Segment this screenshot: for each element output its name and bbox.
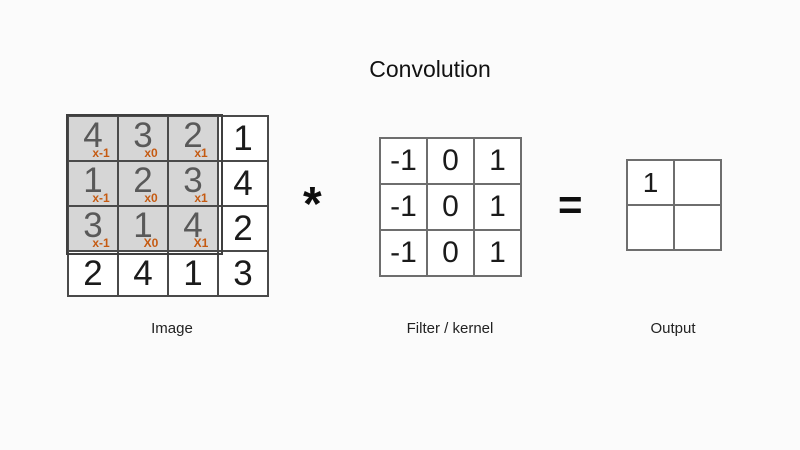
image-cell: 4 X1 (168, 206, 218, 251)
image-cell: 1 x-1 (68, 161, 118, 206)
equals-operator: = (558, 181, 583, 228)
image-cell: 4 (218, 161, 268, 206)
cell-value: 4 (233, 164, 253, 203)
output-cell (627, 205, 674, 250)
cell-value: 3 (233, 254, 253, 293)
image-cell: 1 X0 (118, 206, 168, 251)
cell-value: 1 (233, 119, 253, 158)
output-cell (674, 205, 721, 250)
cell-value: 2 (133, 161, 153, 200)
filter-matrix: -1 0 1 -1 0 1 -1 0 1 (379, 137, 522, 277)
cell-value: 4 (183, 206, 203, 245)
image-cell: 2 (218, 206, 268, 251)
cell-value: 2 (233, 209, 253, 248)
slide-title: Convolution (369, 56, 491, 82)
image-cell: 3 x-1 (68, 206, 118, 251)
output-cell (674, 160, 721, 205)
cell-subscript: x1 (194, 190, 208, 205)
cell-subscript: x-1 (92, 190, 110, 205)
cell-subscript: x-1 (92, 235, 110, 250)
image-cell: 1 (168, 251, 218, 296)
cell-value: 1 (83, 161, 103, 200)
image-cell: 4 (118, 251, 168, 296)
cell-value: 2 (183, 116, 203, 155)
cell-subscript: x1 (194, 145, 208, 160)
image-cell: 1 (218, 116, 268, 161)
cell-subscript: x0 (144, 190, 158, 205)
image-matrix: 4 x-1 3 x0 2 x1 1 1 x-1 2 x0 3 x1 4 (67, 115, 269, 297)
filter-label: Filter / kernel (406, 320, 494, 337)
cell-subscript: X0 (143, 235, 159, 250)
filter-cell: -1 (380, 138, 427, 184)
filter-cell: -1 (380, 230, 427, 276)
cell-value: 4 (133, 254, 153, 293)
image-cell: 3 x0 (118, 116, 168, 161)
output-matrix: 1 (626, 159, 722, 251)
filter-cell: -1 (380, 184, 427, 230)
convolution-operator: * (303, 178, 322, 231)
cell-value: 2 (83, 254, 103, 293)
cell-value: 3 (133, 116, 153, 155)
output-cell: 1 (627, 160, 674, 205)
filter-cell: 0 (427, 184, 474, 230)
cell-value: 4 (83, 116, 103, 155)
filter-cell: 1 (474, 184, 521, 230)
cell-subscript: x0 (144, 145, 158, 160)
image-cell: 2 x1 (168, 116, 218, 161)
image-cell: 2 x0 (118, 161, 168, 206)
cell-value: 1 (133, 206, 153, 245)
output-label: Output (650, 320, 696, 337)
filter-cell: 0 (427, 230, 474, 276)
image-cell: 3 x1 (168, 161, 218, 206)
filter-cell: 1 (474, 230, 521, 276)
cell-subscript: x-1 (92, 145, 110, 160)
cell-subscript: X1 (193, 235, 209, 250)
filter-cell: 1 (474, 138, 521, 184)
filter-cell: 0 (427, 138, 474, 184)
image-label: Image (151, 320, 193, 337)
cell-value: 3 (183, 161, 203, 200)
image-cell: 3 (218, 251, 268, 296)
cell-value: 3 (83, 206, 103, 245)
image-cell: 4 x-1 (68, 116, 118, 161)
cell-value: 1 (183, 254, 203, 293)
image-cell: 2 (68, 251, 118, 296)
